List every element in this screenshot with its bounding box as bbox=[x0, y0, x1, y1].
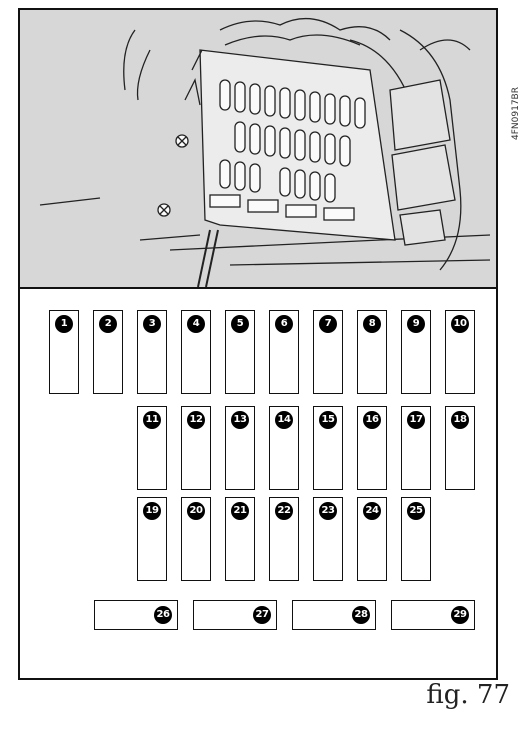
fuse-number: 13 bbox=[231, 411, 249, 429]
fuse-number: 28 bbox=[352, 606, 370, 624]
fuse-slot: 23 bbox=[313, 497, 343, 581]
fuse-slot: 13 bbox=[225, 406, 255, 490]
fuse-number: 14 bbox=[275, 411, 293, 429]
figure-code: 4FN0917BR bbox=[511, 87, 521, 140]
fuse-number: 25 bbox=[407, 502, 425, 520]
fuse-number: 23 bbox=[319, 502, 337, 520]
fuse-slot: 16 bbox=[357, 406, 387, 490]
fuse-slot: 19 bbox=[137, 497, 167, 581]
fuse-slot: 1 bbox=[49, 310, 79, 394]
fuse-slot: 24 bbox=[357, 497, 387, 581]
fuse-slot: 9 bbox=[401, 310, 431, 394]
fuse-number: 12 bbox=[187, 411, 205, 429]
fuse-number: 6 bbox=[275, 315, 293, 333]
fuse-number: 27 bbox=[253, 606, 271, 624]
fuse-number: 2 bbox=[99, 315, 117, 333]
fuse-slot: 25 bbox=[401, 497, 431, 581]
fuse-number: 29 bbox=[451, 606, 469, 624]
fuse-slot: 7 bbox=[313, 310, 343, 394]
fuse-number: 4 bbox=[187, 315, 205, 333]
fuse-number: 21 bbox=[231, 502, 249, 520]
fuse-number: 1 bbox=[55, 315, 73, 333]
fuse-slot: 22 bbox=[269, 497, 299, 581]
fuse-slot: 2 bbox=[93, 310, 123, 394]
fuse-slot: 4 bbox=[181, 310, 211, 394]
fuse-layout-diagram: 1 2 3 4 5 6 7 8 9 10 11 12 13 14 15 16 1… bbox=[20, 289, 496, 678]
fuse-number: 10 bbox=[451, 315, 469, 333]
fuse-number: 9 bbox=[407, 315, 425, 333]
fuse-number: 5 bbox=[231, 315, 249, 333]
figure-frame: 1 2 3 4 5 6 7 8 9 10 11 12 13 14 15 16 1… bbox=[18, 8, 498, 680]
fuse-slot: 28 bbox=[292, 600, 376, 630]
fuse-number: 20 bbox=[187, 502, 205, 520]
fuse-slot: 6 bbox=[269, 310, 299, 394]
fuse-slot: 18 bbox=[445, 406, 475, 490]
fuse-slot: 10 bbox=[445, 310, 475, 394]
fuse-slot: 8 bbox=[357, 310, 387, 394]
fuse-number: 22 bbox=[275, 502, 293, 520]
fuse-number: 26 bbox=[154, 606, 172, 624]
fuse-slot: 17 bbox=[401, 406, 431, 490]
figure-caption: fig. 77 bbox=[426, 680, 510, 710]
fuse-number: 17 bbox=[407, 411, 425, 429]
fuse-slot: 26 bbox=[94, 600, 178, 630]
fuse-slot: 29 bbox=[391, 600, 475, 630]
fuse-box-illustration bbox=[20, 10, 496, 289]
fuse-number: 15 bbox=[319, 411, 337, 429]
fuse-slot: 14 bbox=[269, 406, 299, 490]
fuse-number: 16 bbox=[363, 411, 381, 429]
fuse-number: 7 bbox=[319, 315, 337, 333]
fuse-slot: 5 bbox=[225, 310, 255, 394]
fuse-box-drawing bbox=[39, 17, 491, 287]
fuse-number: 19 bbox=[143, 502, 161, 520]
fuse-slot: 11 bbox=[137, 406, 167, 490]
fuse-number: 8 bbox=[363, 315, 381, 333]
fuse-number: 18 bbox=[451, 411, 469, 429]
fuse-slot: 21 bbox=[225, 497, 255, 581]
fuse-slot: 27 bbox=[193, 600, 277, 630]
fuse-slot: 12 bbox=[181, 406, 211, 490]
fuse-number: 24 bbox=[363, 502, 381, 520]
fuse-slot: 3 bbox=[137, 310, 167, 394]
fuse-number: 11 bbox=[143, 411, 161, 429]
fuse-number: 3 bbox=[143, 315, 161, 333]
fuse-slot: 20 bbox=[181, 497, 211, 581]
fuse-slot: 15 bbox=[313, 406, 343, 490]
